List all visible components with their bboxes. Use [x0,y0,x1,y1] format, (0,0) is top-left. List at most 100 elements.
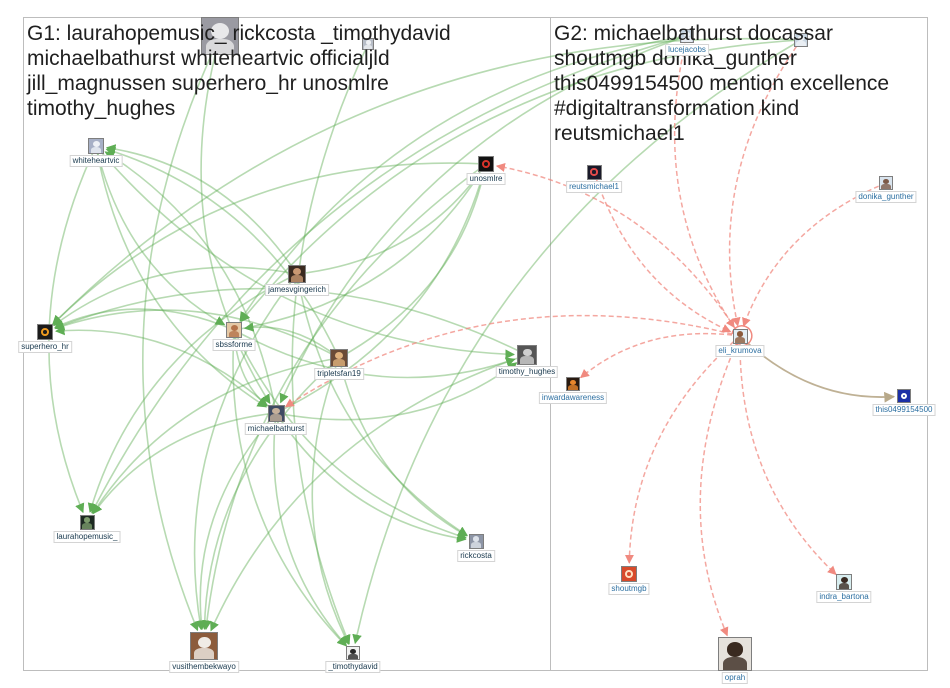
node-label-vusithembekwayo: vusithembekwayo [169,661,239,673]
node-label-superhero-hr: superhero_hr [18,341,72,353]
node-whiteheartvic[interactable] [88,138,104,154]
profile-photo-icon [88,138,104,154]
node-superhero-hr[interactable] [37,324,53,340]
node-vusithembekwayo[interactable] [190,632,218,660]
node-label-donika-gunther: donika_gunther [855,191,917,203]
group-panel-g1 [23,17,551,671]
node-top-small-1[interactable] [362,38,374,50]
edge-lucejacobs-to-laurahopemusic_ [91,35,688,514]
node-label-whiteheartvic: whiteheartvic [69,155,123,167]
edge-jamesvgingerich-to-superhero_hr [53,266,298,327]
edge-michaelbathurst-to-whiteheartvic [104,151,277,414]
node-top-photo[interactable] [201,17,239,55]
node--timothydavid[interactable] [346,646,360,660]
node-michaelbathurst[interactable] [267,404,285,422]
avatar-face-shape [230,324,238,332]
profile-photo-icon [79,514,95,530]
red-logo-icon [621,566,637,582]
node-label-unosmlre: unosmlre [466,173,506,185]
node-shoutmgb[interactable] [621,566,637,582]
node-laurahopemusic-[interactable] [79,514,95,530]
profile-photo-icon [879,176,893,190]
profile-photo-icon [566,377,580,391]
profile-photo-icon [288,265,306,283]
edge-michaelbathurst-to-laurahopemusic_ [92,412,277,515]
avatar-face-shape [798,35,804,41]
node-rickcosta[interactable] [468,533,484,549]
node-label-eli-krumova: eli_krumova [715,344,765,357]
avatar-face-shape [736,331,744,338]
superhero-logo-icon [37,324,53,340]
node-label-indra-bartona: indra_bartona [816,591,872,603]
avatar-body-shape [82,523,92,529]
avatar-body-shape [682,36,692,42]
avatar-face-shape [83,517,91,524]
edge-eli_krumova-to-indra_bartona [739,335,837,576]
avatar-body-shape [735,337,745,343]
node-this0499154500[interactable] [897,389,911,403]
node-jamesvgingerich[interactable] [288,265,306,283]
avatar-face-shape [350,648,356,654]
node-label-sbssforme: sbssforme [212,339,256,351]
node-sbssforme[interactable] [226,322,242,338]
avatar-body-shape [90,147,102,153]
group-panel-g2 [550,17,928,671]
avatar-face-shape [684,31,690,37]
edge-whiteheartvic-to-michaelbathurst [95,145,268,408]
logo-mark-shape [482,160,490,168]
node-label-reutsmichael1: reutsmichael1 [566,180,622,193]
node-unosmlre[interactable] [478,156,494,172]
profile-photo-icon [362,38,374,50]
group-title-g1: G1: laurahopemusic_ rickcosta _timothyda… [27,22,451,120]
avatar-face-shape [335,352,343,360]
node-oprah[interactable] [718,637,752,671]
node-label-michaelbathurst: michaelbathurst [244,422,308,435]
avatar-body-shape [270,414,282,421]
node-label-laurahopemusic-: laurahopemusic_ [53,530,121,543]
edge-sbssforme-to-_timothydavid [232,329,347,647]
profile-photo-icon [794,33,808,47]
profile-photo-icon [346,646,360,660]
node-tripletsfan19[interactable] [330,349,348,367]
node-label-rickcosta: rickcosta [457,549,495,562]
edge-michaelbathurst-to-timothy_hughes [275,362,518,421]
profile-photo-icon [201,17,239,55]
edge-jamesvgingerich-to-laurahopemusic_ [87,273,298,513]
node-indra-bartona[interactable] [836,574,852,590]
avatar-body-shape [364,44,372,49]
profile-photo-icon [190,632,218,660]
node-inwardawareness[interactable] [566,377,580,391]
profile-photo-icon [718,637,752,671]
avatar-face-shape [92,140,100,148]
avatar-face-shape [840,576,848,584]
edge-top_photo-to-vusithembekwayo [142,35,221,632]
node-label-tripletsfan19: tripletsfan19 [314,368,364,380]
edge-timothy_hughes-to-superhero_hr [54,287,528,356]
edge-tripletsfan19-to-sbssforme [243,322,340,359]
edge-eli_krumova-to-michaelbathurst [284,314,741,408]
avatar-face-shape [365,40,371,45]
node-timothy-hughes[interactable] [517,345,537,365]
edge-sbssforme-to-timothy_hughes [233,329,516,379]
edge-sbssforme-to-rickcosta [233,329,467,540]
node-donika-gunther[interactable] [879,176,893,190]
edge-jamesvgingerich-to-vusithembekwayo [193,273,298,631]
node-eli-krumova[interactable] [732,328,748,344]
edge-sbssforme-to-superhero_hr [54,308,235,331]
node-top-small-2[interactable] [794,33,808,47]
edge-michaelbathurst-to-rickcosta [275,412,467,543]
node-reutsmichael1[interactable] [586,164,602,180]
edge-michaelbathurst-to-unosmlre [275,173,486,414]
logo-mark-shape [41,328,49,336]
avatar-body-shape [228,331,240,337]
node-lucejacobs[interactable] [680,29,694,43]
node-label-jamesvgingerich: jamesvgingerich [265,284,329,296]
profile-photo-icon [680,29,694,43]
edge-tripletsfan19-to-vusithembekwayo [199,357,340,630]
node-label-lucejacobs: lucejacobs [665,44,709,56]
edge-tripletsfan19-to-superhero_hr [54,309,340,359]
edge-unosmlre-to-superhero_hr [52,162,487,325]
profile-photo-icon [732,328,748,344]
